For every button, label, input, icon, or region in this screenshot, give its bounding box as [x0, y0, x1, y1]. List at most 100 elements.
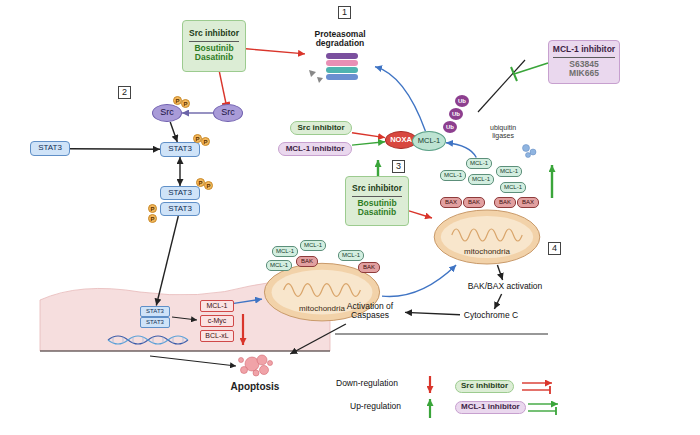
enzyme-label: ubiquitin ligases — [490, 124, 516, 139]
node-text: MCL-1 — [276, 248, 294, 255]
node-text: Bosutinib Dasatinib — [194, 44, 233, 63]
node-text: Src — [160, 108, 174, 118]
drug-box: MCL-1 inhibitorS63845 MIK665 — [548, 40, 620, 84]
node-text: Src inhibitor — [352, 184, 402, 196]
arrow-connector — [352, 133, 385, 138]
divider — [335, 333, 548, 334]
mitochondrion: mitochondriaBAXBAKBAKBAX — [432, 205, 542, 265]
protein-pill: MCL-1 — [266, 260, 292, 271]
protein-pill: MCL-1 — [466, 158, 492, 169]
phospho-mark: P — [181, 99, 190, 108]
dna-helix — [108, 336, 188, 344]
node-text: Ub — [458, 98, 466, 105]
protein-pill: BAK — [494, 197, 516, 208]
node-text: MCL-1 — [270, 262, 288, 269]
arrow-connector — [409, 211, 432, 218]
kinase-oval: Src — [152, 104, 182, 122]
legend-text: Up-regulation — [350, 402, 401, 411]
outcome-node: Apoptosis — [205, 354, 305, 392]
arrow-connector — [405, 312, 460, 314]
process-text: Cytochrome C — [460, 309, 522, 323]
inhibitor-box: MCL-1 inhibitor — [278, 142, 352, 156]
ubiquitin-tag: Ub — [443, 121, 457, 133]
arrow-connector — [446, 143, 476, 158]
protein-box: STAT3 — [140, 306, 170, 317]
divider — [40, 350, 330, 351]
arrow-connector — [494, 294, 501, 309]
proteasome-icon — [309, 53, 358, 83]
protein-pill: BAK — [463, 197, 485, 208]
protein-box: STAT3 — [160, 186, 200, 200]
node-text: BAK — [301, 258, 313, 265]
node-text: Bosutinib Dasatinib — [357, 199, 396, 218]
node-text: MCL-1 — [472, 176, 490, 183]
node-text: MCL-1 — [418, 137, 441, 145]
node-text: STAT3 — [38, 144, 62, 153]
node-text: MCL-1 — [504, 184, 522, 191]
node-text: MCL-1 inhibitor — [553, 45, 615, 57]
node-text: STAT3 — [168, 205, 192, 214]
protein-box: STAT3 — [30, 141, 70, 156]
protein-pill: BAK — [296, 256, 318, 267]
gene-box: MCL-1 — [200, 300, 234, 312]
up-arrow — [551, 165, 553, 198]
inhibitor-box: Src inhibitor — [290, 121, 352, 135]
arrow-connector — [182, 112, 213, 113]
protein-pill: MCL-1 — [496, 166, 522, 177]
node-text: MCL-1 — [304, 242, 322, 249]
node-text: Src — [221, 108, 235, 118]
node-text: Apoptosis — [231, 381, 280, 392]
arrow-connector — [246, 49, 305, 54]
node-text: STAT3 — [146, 319, 164, 326]
node-text: Cytochrome C — [464, 311, 518, 320]
protein-pill: MCL-1 — [440, 170, 466, 181]
protein-box: STAT3 — [140, 317, 170, 328]
proteasome-node: Proteasomal degradation — [305, 30, 375, 84]
inhibition-connector — [219, 72, 226, 104]
node-text: STAT3 — [146, 308, 164, 315]
ubiquitin-tag: Ub — [449, 108, 463, 120]
ubiquitin-tag: Ub — [455, 95, 469, 107]
callout-number: 4 — [548, 242, 561, 255]
node-text: NOXA — [390, 136, 412, 144]
arrow-connector — [70, 148, 160, 150]
arrow-connector — [352, 142, 385, 145]
protein-pill: MCL-1 — [500, 182, 526, 193]
callout-number: 1 — [338, 6, 351, 19]
block-line — [478, 60, 525, 112]
apoptotic-cell — [239, 355, 273, 376]
node-text: BCL-xL — [205, 332, 228, 340]
arrow-connector — [179, 157, 180, 186]
protein-pill: BAX — [517, 197, 539, 208]
node-text: BAK/BAX activation — [468, 282, 543, 291]
process-text: Activation of Caspases — [335, 298, 405, 324]
down-arrow — [242, 314, 244, 345]
node-text: STAT3 — [168, 189, 192, 198]
legend-text: Src inhibitor — [455, 380, 514, 393]
node-text: BAK — [499, 199, 511, 206]
inhibition-bar — [511, 67, 517, 81]
arrow-connector — [170, 122, 177, 142]
protein-oval: MCL-1 — [412, 131, 446, 151]
node-text: BAK — [468, 199, 480, 206]
node-text: mitochondria — [464, 248, 510, 257]
node-text: Activation of Caspases — [335, 302, 405, 321]
drug-box: Src inhibitorBosutinib Dasatinib — [345, 176, 409, 226]
arrow-connector — [156, 216, 178, 306]
legend-text: MCL-1 inhibitor — [455, 401, 526, 414]
kinase-oval: Src — [213, 104, 243, 122]
phospho-mark: P — [201, 137, 210, 146]
transcription-arrow — [172, 317, 197, 320]
node-text: STAT3 — [168, 145, 192, 154]
node-text: Ub — [452, 111, 460, 118]
protein-pill: MCL-1 — [300, 240, 326, 251]
protein-pill: MCL-1 — [338, 250, 364, 261]
gene-box: BCL-xL — [200, 330, 234, 342]
protein-box: STAT3 — [160, 142, 200, 157]
drug-box: Src inhibitorBosutinib Dasatinib — [182, 20, 246, 72]
protein-box: STAT3 — [160, 202, 200, 216]
node-text: Src inhibitor — [297, 124, 344, 133]
node-text: BAX — [522, 199, 534, 206]
protein-pill: BAX — [440, 197, 462, 208]
